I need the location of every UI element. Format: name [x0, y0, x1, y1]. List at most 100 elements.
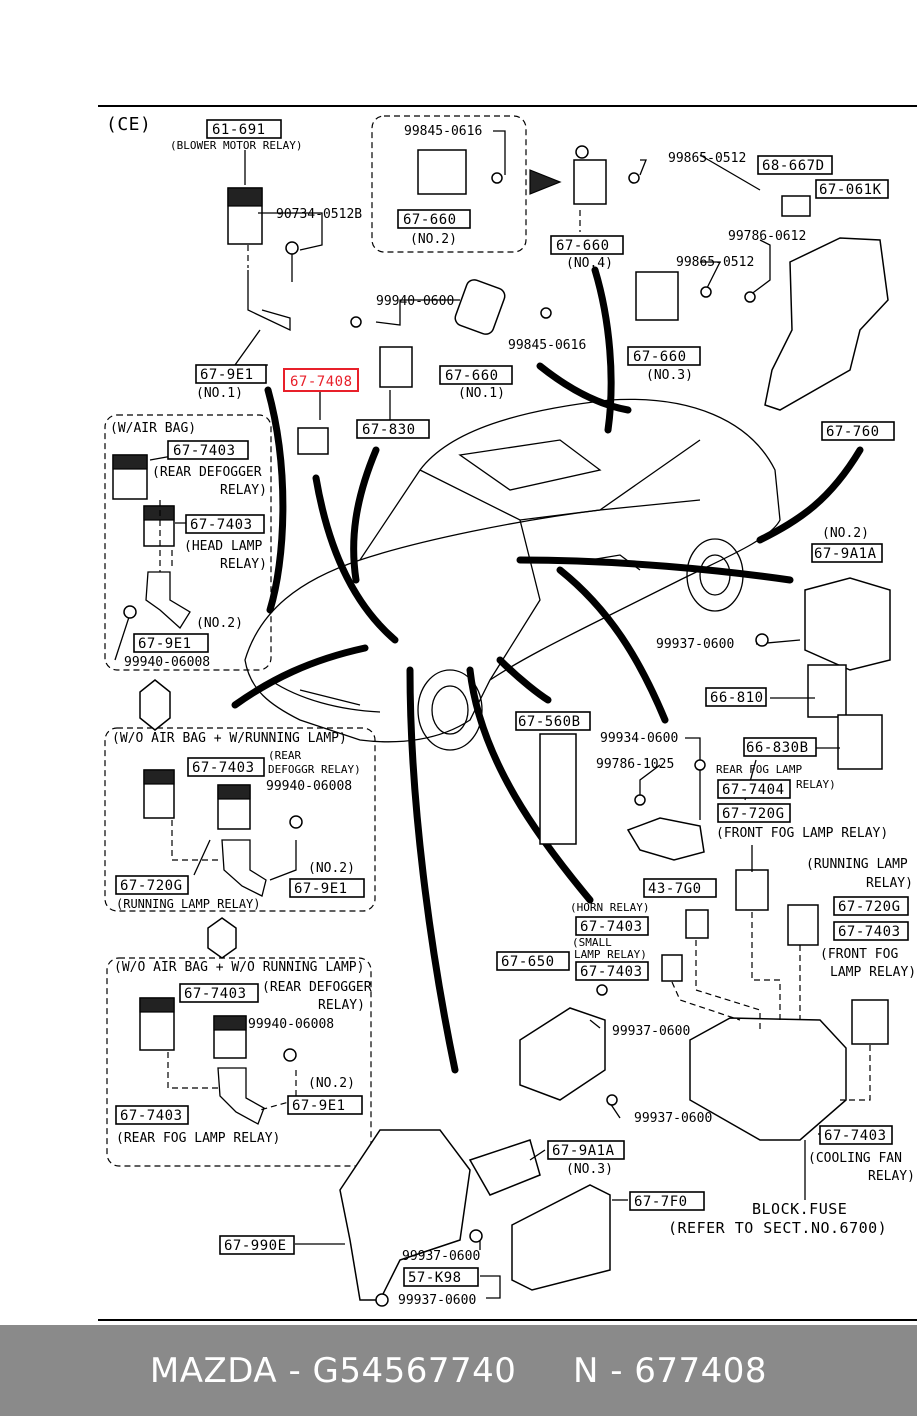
- part-68-667d: [781, 195, 811, 217]
- label-head-lamp-1: (HEAD LAMP: [184, 539, 262, 554]
- part-67-9e1-no1: 67-9E1: [200, 367, 254, 383]
- label-rear-defoggr-2: DEFOGGR RELAY): [268, 763, 361, 776]
- bolt-99865-0512-b: 99865-0512: [676, 255, 754, 270]
- relay-66-810: [807, 664, 847, 718]
- part-67-7408: [297, 427, 329, 455]
- label-small-lamp-1: (SMALL: [572, 936, 612, 949]
- bolt-99865-0512-a: 99865-0512: [668, 151, 746, 166]
- bracket-67-990e: [339, 1129, 471, 1301]
- part-68-667d: 68-667D: [762, 158, 825, 174]
- bolt-99937-0600-d: 99937-0600: [402, 1249, 480, 1264]
- relay-small-lamp: [661, 954, 683, 982]
- part-67-9e1-w-air-bag: 67-9E1: [138, 636, 192, 652]
- label-rear-fog-a: (REAR FOG LAMP RELAY): [116, 1131, 280, 1146]
- label-block-fuse: BLOCK.FUSE: [752, 1200, 847, 1218]
- label-running-lamp-relay-a: (RUNNING LAMP RELAY): [116, 897, 261, 911]
- relay-running-lamp: [735, 869, 769, 911]
- bolt-90734-0512b: 90734-0512B: [276, 207, 362, 222]
- label-no1-a: (NO.1): [196, 386, 243, 401]
- part-67-660-no3: 67-660: [633, 349, 687, 365]
- part-67-7403-rear-defogger: 67-7403: [173, 443, 236, 459]
- part-67-9a1a-no2: 67-9A1A: [814, 546, 877, 562]
- part-67-7403-front-fog: 67-7403: [838, 924, 901, 940]
- relay-no1: [454, 279, 506, 335]
- module-67-560b: [539, 733, 577, 845]
- part-67-720g-running-b: 67-720G: [838, 899, 901, 915]
- harness-leaders: [231, 266, 864, 1074]
- part-67-720g-running-lamp: 67-720G: [120, 878, 183, 894]
- label-no2-e: (NO.2): [822, 526, 869, 541]
- relay-horn: [685, 909, 709, 939]
- part-67-7f0: 67-7F0: [634, 1194, 688, 1210]
- bolt-99940-06008-a: 99940-06008: [124, 655, 210, 670]
- label-rear-fog-b2: RELAY): [796, 778, 836, 791]
- label-no2-a: (NO.2): [410, 232, 457, 247]
- label-rear-defogger-b2: RELAY): [318, 998, 365, 1013]
- part-67-7403-rear-fog: 67-7403: [120, 1108, 183, 1124]
- relay-no2: [417, 149, 467, 195]
- module-67-7f0: [511, 1184, 611, 1291]
- part-67-7403-rear-defoggr: 67-7403: [192, 760, 255, 776]
- label-front-fog-b2: LAMP RELAY): [830, 965, 916, 980]
- part-66-810: 66-810: [710, 690, 764, 706]
- leader-lines: [114, 130, 840, 1299]
- label-no2-c: (NO.2): [308, 861, 355, 876]
- fasteners: [123, 172, 769, 1307]
- label-running-lamp-b2: RELAY): [866, 876, 913, 891]
- double-arrow-icon-b: [207, 917, 237, 959]
- label-blower-motor-relay: (BLOWER MOTOR RELAY): [170, 139, 302, 152]
- label-rear-defogger-a2: RELAY): [220, 483, 267, 498]
- label-small-lamp-2: LAMP RELAY): [574, 948, 647, 961]
- part-67-660-no1: 67-660: [445, 368, 499, 384]
- label-no2-d: (NO.2): [308, 1076, 355, 1091]
- region-label: (CE): [106, 114, 151, 135]
- bolt-99937-0600-e: 99937-0600: [398, 1293, 476, 1308]
- label-wo-air-bag-wo-running: (W/O AIR BAG + W/O RUNNING LAMP): [114, 960, 364, 975]
- part-67-7408-highlighted: 67-7408: [290, 374, 353, 390]
- group-w-air-bag: [104, 414, 272, 671]
- part-67-720g-front-fog: 67-720G: [722, 806, 785, 822]
- label-no3-a: (NO.3): [646, 368, 693, 383]
- label-refer-sect: (REFER TO SECT.NO.6700): [668, 1219, 887, 1237]
- relay-cooling-fan: [851, 999, 889, 1045]
- bolt-99937-0600-c: 99937-0600: [634, 1111, 712, 1126]
- part-67-7403-horn: 67-7403: [580, 919, 643, 935]
- bolt-99937-0600-b: 99937-0600: [612, 1024, 690, 1039]
- part-43-7g0: 43-7G0: [648, 881, 702, 897]
- bolt-99940-06008-b: 99940-06008: [266, 779, 352, 794]
- part-67-9e1-running: 67-9E1: [294, 881, 348, 897]
- bolt-99845-0616-a: 99845-0616: [404, 124, 482, 139]
- parts-diagram: (CE): [98, 105, 917, 1321]
- bolt-99845-0616-b: 99845-0616: [508, 338, 586, 353]
- bolt-99786-1025: 99786-1025: [596, 757, 674, 772]
- label-no4: (NO.4): [566, 256, 613, 271]
- part-67-660-no4: 67-660: [556, 238, 610, 254]
- label-w-air-bag: (W/AIR BAG): [110, 421, 196, 436]
- group-wo-air-bag-w-running: [104, 727, 376, 912]
- part-67-7403-cooling-fan: 67-7403: [824, 1128, 887, 1144]
- footer-text: MAZDA - G54567740 N - 677408: [149, 1350, 768, 1391]
- label-rear-fog-b1: REAR FOG LAMP: [716, 763, 802, 776]
- relay-66-830b: [837, 714, 883, 770]
- part-67-7403-head-lamp: 67-7403: [190, 517, 253, 533]
- arrow-icon: [529, 169, 562, 195]
- label-rear-defoggr-1: (REAR: [268, 749, 301, 762]
- label-rear-defogger-a1: (REAR DEFOGGER: [152, 465, 262, 480]
- part-67-560b: 67-560B: [518, 714, 581, 730]
- relay-no4: [573, 159, 607, 205]
- group-no2-box: [371, 115, 527, 253]
- label-cooling-fan-1: (COOLING FAN: [808, 1151, 902, 1166]
- part-67-7403-small-lamp: 67-7403: [580, 964, 643, 980]
- bracket-67-760: [764, 237, 889, 411]
- bracket-67-9a1a-no3: [468, 1139, 541, 1196]
- footer-bar: MAZDA - G54567740 N - 677408: [0, 1325, 917, 1416]
- fuse-block: [689, 1017, 847, 1141]
- part-67-650: 67-650: [501, 954, 555, 970]
- bolt-99937-0600-a: 99937-0600: [656, 637, 734, 652]
- part-67-061k: 67-061K: [819, 182, 882, 198]
- part-66-830b: 66-830B: [746, 740, 809, 756]
- label-front-fog-a: (FRONT FOG LAMP RELAY): [716, 826, 888, 841]
- bolt-99940-0600: 99940-0600: [376, 294, 454, 309]
- part-number-boxes: 61-691 (BLOWER MOTOR RELAY) 67-660 (NO.2…: [110, 119, 916, 1287]
- highlight-box: [283, 368, 359, 392]
